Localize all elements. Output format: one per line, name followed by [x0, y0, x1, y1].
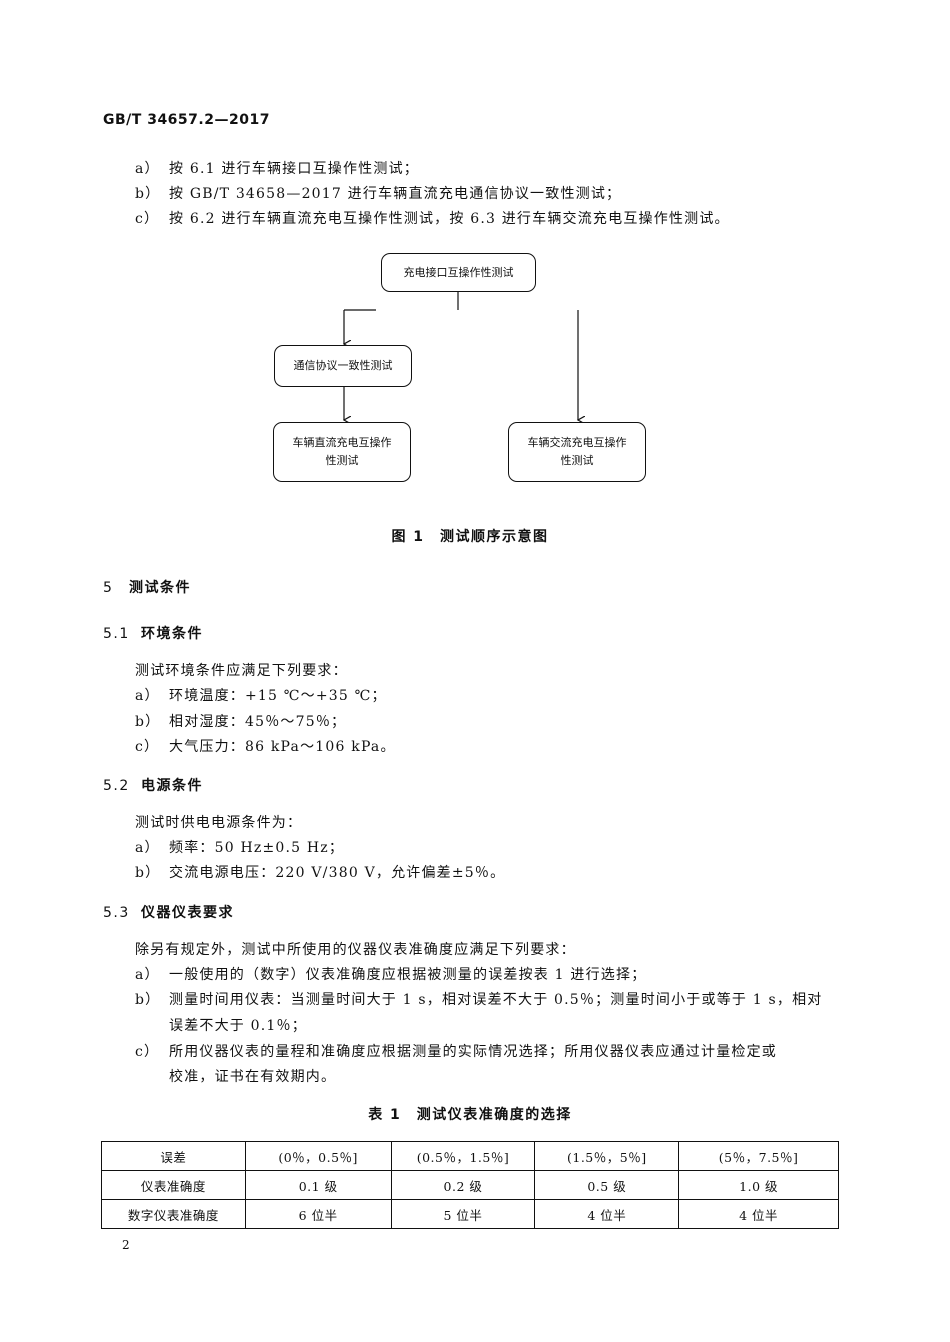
- intro-item-a: a） 按 6.1 进行车辆接口互操作性测试；: [135, 158, 419, 178]
- list-marker: c）: [135, 1044, 160, 1060]
- section-heading-5-3: 5.3 仪器仪表要求: [103, 902, 234, 922]
- list-marker: c）: [135, 211, 160, 227]
- table-cell: 5 位半: [390, 1199, 536, 1229]
- list-text: 大气压力：86 kPa～106 kPa。: [169, 739, 396, 755]
- intro-item-b: b） 按 GB/T 34658—2017 进行车辆直流充电通信协议一致性测试；: [135, 183, 621, 203]
- test-sequence-diagram: [0, 291, 950, 520]
- box-protocol-test: 通信协议一致性测试: [274, 345, 412, 387]
- section-title: 环境条件: [141, 626, 203, 642]
- box-label: 车辆直流充电互操作: [292, 436, 392, 449]
- table-caption: 表 1 测试仪表准确度的选择: [368, 1107, 572, 1123]
- box-label: 性测试: [325, 454, 359, 467]
- table-cell: 0.2 级: [390, 1170, 536, 1200]
- list-item: a） 频率：50 Hz±0.5 Hz；: [135, 837, 344, 857]
- table-cell: (0％，0.5％]: [244, 1141, 392, 1171]
- section-heading-5: 5 测试条件: [103, 577, 191, 597]
- list-item: a） 环境温度：+15 ℃～+35 ℃；: [135, 685, 387, 705]
- table-cell: 1.0 级: [678, 1170, 839, 1200]
- section-number: 5.1: [103, 626, 130, 642]
- intro-item-c: c） 按 6.2 进行车辆直流充电互操作性测试，按 6.3 进行车辆交流充电互操作…: [135, 208, 730, 228]
- list-text: 按 6.1 进行车辆接口互操作性测试；: [169, 161, 419, 177]
- table-cell: 4 位半: [678, 1199, 839, 1229]
- accuracy-table: 误差 (0％，0.5％] (0.5％，1.5％] (1.5％，5％] (5％，7…: [101, 1141, 839, 1229]
- list-item: c） 大气压力：86 kPa～106 kPa。: [135, 736, 396, 756]
- table-cell: 仪表准确度: [101, 1170, 246, 1200]
- list-item: c） 所用仪器仪表的量程和准确度应根据测量的实际情况选择；所用仪器仪表应通过计量检…: [135, 1041, 777, 1061]
- table-row: 误差 (0％，0.5％] (0.5％，1.5％] (1.5％，5％] (5％，7…: [101, 1141, 839, 1171]
- list-text: 交流电源电压：220 V/380 V，允许偏差±5％。: [169, 865, 506, 881]
- section-number: 5.2: [103, 778, 130, 794]
- table-cell: (5％，7.5％]: [678, 1141, 839, 1171]
- box-interface-test: 充电接口互操作性测试: [381, 253, 536, 292]
- box-dc-test: 车辆直流充电互操作 性测试: [273, 422, 411, 482]
- list-item: a） 一般使用的（数字）仪表准确度应根据被测量的误差按表 1 进行选择；: [135, 964, 646, 984]
- figure-caption: 图 1 测试顺序示意图: [391, 529, 549, 545]
- table-cell: 数字仪表准确度: [101, 1199, 246, 1229]
- section-number: 5: [103, 580, 114, 596]
- page-number: 2: [122, 1238, 130, 1252]
- list-marker: a）: [135, 840, 160, 856]
- list-item: b） 测量时间用仪表：当测量时间大于 1 s，相对误差不大于 0.5％；测量时间小…: [135, 989, 823, 1009]
- list-text: 相对湿度：45％～75％；: [169, 714, 347, 730]
- paragraph: 测试环境条件应满足下列要求：: [135, 663, 348, 679]
- table-cell: (1.5％，5％]: [534, 1141, 680, 1171]
- box-label: 充电接口互操作性测试: [403, 265, 514, 279]
- list-text: 所用仪器仪表的量程和准确度应根据测量的实际情况选择；所用仪器仪表应通过计量检定或: [169, 1044, 777, 1060]
- table-cell: (0.5％，1.5％]: [390, 1141, 536, 1171]
- list-text: 一般使用的（数字）仪表准确度应根据被测量的误差按表 1 进行选择；: [169, 967, 647, 983]
- list-item: b） 相对湿度：45％～75％；: [135, 711, 346, 731]
- paragraph: 除另有规定外，测试中所使用的仪器仪表准确度应满足下列要求：: [135, 942, 576, 958]
- list-text: 按 GB/T 34658—2017 进行车辆直流充电通信协议一致性测试；: [169, 186, 622, 202]
- list-text: 环境温度：+15 ℃～+35 ℃；: [169, 688, 387, 704]
- list-marker: b）: [135, 714, 161, 730]
- list-text: 按 6.2 进行车辆直流充电互操作性测试，按 6.3 进行车辆交流充电互操作性测…: [169, 211, 730, 227]
- list-marker: a）: [135, 161, 160, 177]
- section-heading-5-1: 5.1 环境条件: [103, 623, 203, 643]
- box-label: 通信协议一致性测试: [293, 359, 393, 372]
- paragraph: 测试时供电电源条件为：: [135, 815, 303, 831]
- table-cell: 4 位半: [534, 1199, 680, 1229]
- list-item-continuation: 校准，证书在有效期内。: [169, 1069, 337, 1085]
- list-item-continuation: 误差不大于 0.1％；: [169, 1018, 307, 1034]
- section-number: 5.3: [103, 905, 130, 921]
- table-cell: 6 位半: [244, 1199, 392, 1229]
- box-ac-test: 车辆交流充电互操作 性测试: [508, 422, 646, 482]
- standard-id-header: GB/T 34657.2—2017: [103, 112, 270, 128]
- list-item: b） 交流电源电压：220 V/380 V，允许偏差±5％。: [135, 862, 505, 882]
- list-marker: b）: [135, 992, 161, 1008]
- list-text: 频率：50 Hz±0.5 Hz；: [169, 840, 345, 856]
- section-title: 测试条件: [129, 580, 191, 596]
- section-title: 仪器仪表要求: [141, 905, 234, 921]
- table-row: 仪表准确度 0.1 级 0.2 级 0.5 级 1.0 级: [101, 1170, 839, 1200]
- list-marker: b）: [135, 865, 161, 881]
- box-label: 性测试: [560, 454, 594, 467]
- table-cell: 误差: [101, 1141, 246, 1171]
- table-cell: 0.5 级: [534, 1170, 680, 1200]
- table-row: 数字仪表准确度 6 位半 5 位半 4 位半 4 位半: [101, 1199, 839, 1229]
- list-marker: a）: [135, 688, 160, 704]
- list-marker: c）: [135, 739, 160, 755]
- table-cell: 0.1 级: [244, 1170, 392, 1200]
- section-heading-5-2: 5.2 电源条件: [103, 775, 203, 795]
- box-label: 车辆交流充电互操作: [527, 436, 627, 449]
- section-title: 电源条件: [141, 778, 203, 794]
- list-text: 测量时间用仪表：当测量时间大于 1 s，相对误差不大于 0.5％；测量时间小于或…: [169, 992, 823, 1008]
- list-marker: b）: [135, 186, 161, 202]
- list-marker: a）: [135, 967, 160, 983]
